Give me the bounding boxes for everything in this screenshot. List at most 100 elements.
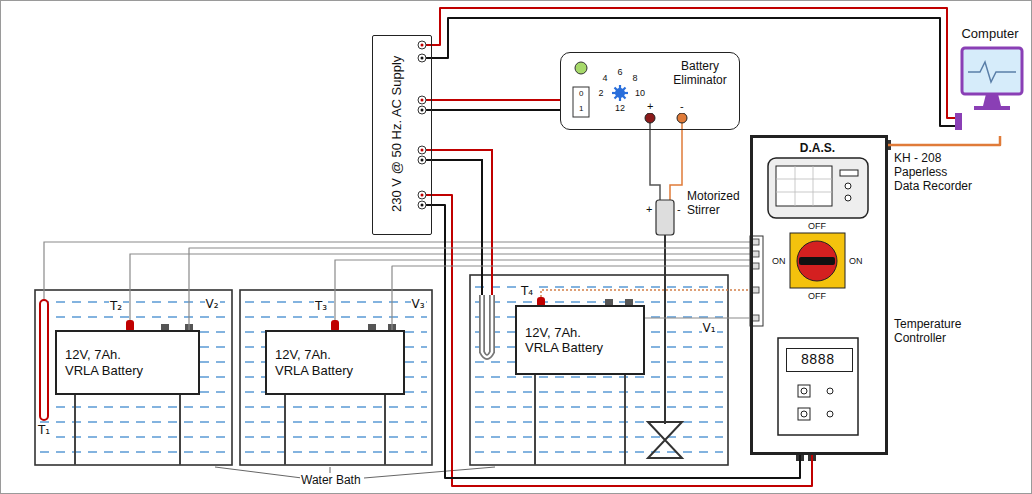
temperature-sensor [40, 300, 48, 420]
water-line [40, 451, 227, 452]
battery-eliminator-box: Battery Eliminator [560, 52, 740, 130]
label-text: ON [771, 256, 787, 266]
water-tank [240, 290, 432, 465]
label-text: 0 [578, 89, 584, 98]
heater [482, 295, 492, 357]
supply-terminal [418, 41, 426, 49]
eliminator-controls [575, 62, 587, 74]
water-line [40, 316, 227, 317]
temperature-controller [827, 388, 833, 394]
wire-connector [432, 8, 955, 126]
supply-terminal [421, 194, 424, 197]
temperature-display: 8888 [786, 348, 853, 372]
data-recorder [840, 170, 858, 176]
water-line [40, 421, 227, 422]
rotary-switch [790, 233, 845, 288]
supply-terminal [418, 201, 426, 209]
supply-terminal [418, 96, 426, 104]
label-text: + [645, 203, 653, 216]
supply-terminal [418, 41, 432, 209]
water-line [245, 436, 427, 437]
label-text: V₃ [411, 298, 426, 312]
heater [482, 295, 492, 357]
supply-terminal [421, 159, 424, 162]
label-text: 2 [598, 88, 605, 98]
water-tank [35, 275, 728, 465]
supply-terminal [418, 156, 426, 164]
eliminator-controls [573, 87, 589, 117]
wire [432, 99, 560, 101]
data-recorder [776, 179, 832, 180]
data-recorder [845, 183, 851, 189]
battery-leg [624, 375, 626, 465]
thermocouple-lead [44, 242, 750, 300]
label-text: KH - 208 Paperless Data Recorder [893, 152, 975, 193]
computer-monitor [955, 48, 1022, 130]
water-line [40, 436, 227, 437]
water-line [245, 406, 427, 407]
label-text: T₂ [109, 300, 123, 314]
battery-leg [384, 395, 386, 465]
node-text: Battery Eliminator [665, 59, 735, 88]
ac-supply-box: 230 V @ 50 Hz. AC Supply [372, 35, 432, 235]
eliminator-controls [645, 113, 655, 123]
water-tank [35, 290, 232, 465]
computer-monitor [974, 106, 1010, 110]
supply-terminal [421, 204, 424, 207]
supply-terminal [421, 99, 424, 102]
data-recorder [776, 166, 832, 206]
supply-terminal [418, 54, 426, 62]
water-line [475, 406, 723, 407]
wire [432, 109, 560, 111]
label-text: T₁ [37, 424, 51, 438]
label-text: - [676, 203, 682, 216]
supply-terminal [418, 191, 426, 199]
motorized-stirrer [670, 118, 682, 200]
wire [645, 317, 750, 318]
vrla-battery: 12V, 7Ah. VRLA Battery [265, 330, 405, 395]
node-text: 12V, 7Ah. VRLA Battery [65, 347, 151, 378]
label-text: Temperature Controller [893, 318, 977, 346]
water-line [40, 406, 227, 407]
rotary-switch [790, 233, 845, 288]
water-tank [470, 275, 728, 465]
temperature-controller [801, 388, 807, 394]
vrla-battery: 12V, 7Ah. VRLA Battery [55, 330, 200, 395]
temperature-controller [801, 411, 807, 417]
wire [432, 205, 800, 478]
heater [432, 150, 492, 357]
water-line [245, 451, 427, 452]
label-text: V₂ [205, 298, 220, 312]
temperature-controller [778, 338, 858, 435]
thermocouple-lead [130, 254, 750, 320]
water-line [475, 301, 723, 302]
temperature-controller [798, 385, 810, 397]
water-line [245, 316, 427, 317]
water-line [40, 301, 227, 302]
label-text: 4 [602, 73, 609, 83]
label-text: 6 [617, 67, 624, 77]
label-text: T₄ [520, 285, 534, 299]
motorized-stirrer [648, 118, 682, 458]
water-line [475, 286, 723, 287]
temperature-controller [827, 411, 833, 417]
eliminator-controls [677, 113, 687, 123]
wire [432, 8, 955, 118]
data-recorder [768, 158, 868, 218]
supply-terminal [421, 44, 424, 47]
data-recorder [795, 166, 796, 206]
node-text: D.A.S. [753, 141, 882, 155]
temperature-controller [778, 338, 858, 435]
eliminator-controls [612, 85, 628, 101]
eliminator-controls [615, 88, 626, 99]
label-text: + [646, 100, 654, 113]
connector-socket [796, 140, 891, 461]
water-line [475, 421, 723, 422]
computer: Computer [955, 26, 1028, 136]
supply-terminal [418, 146, 426, 154]
water-line [475, 436, 723, 437]
battery-leg [284, 395, 286, 465]
